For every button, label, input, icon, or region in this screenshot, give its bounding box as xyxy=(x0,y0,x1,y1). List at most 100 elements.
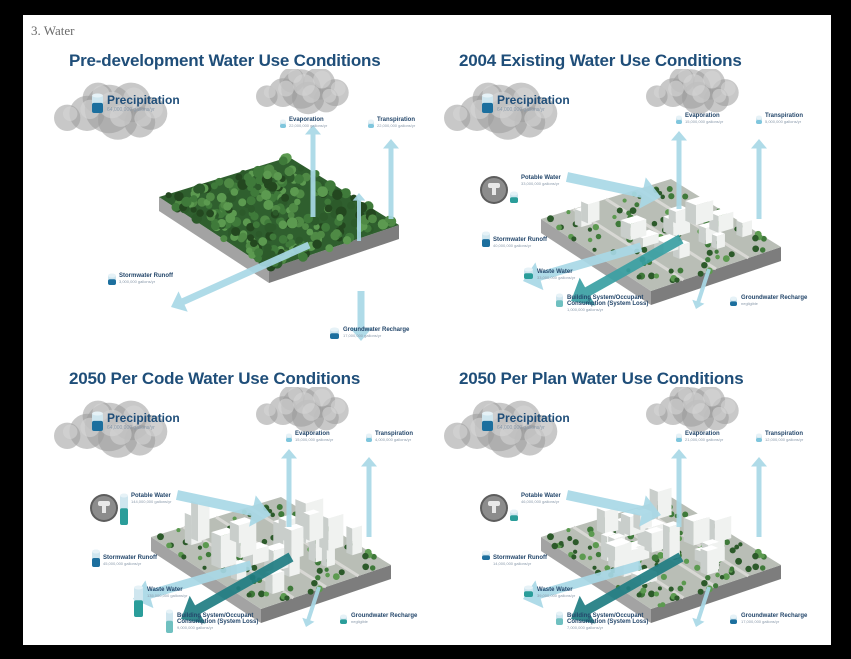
stormwater-value: 3,000,000 gallons/yr xyxy=(119,279,156,284)
building-loss-tank-icon-wrap xyxy=(165,609,174,640)
potable-label-text: Potable Water xyxy=(521,175,561,181)
evaporation-tank-icon xyxy=(286,433,292,442)
precipitation-value: 64,000,000 gallons/yr xyxy=(497,425,545,431)
groundwater-label-text: Groundwater Recharge xyxy=(343,327,410,333)
groundwater-value: negligible xyxy=(351,619,368,624)
terrain-block xyxy=(541,484,781,623)
panel-title: 2004 Existing Water Use Conditions xyxy=(459,51,742,70)
transpiration-label-text: Transpiration xyxy=(375,431,414,437)
stormwater-tank-icon xyxy=(108,273,116,285)
potable-water-arrow xyxy=(565,172,661,209)
stormwater-tank-icon-wrap xyxy=(481,231,491,254)
transpiration-value: 12,000,000 gallons/yr xyxy=(765,437,804,442)
panel-title: 2050 Per Code Water Use Conditions xyxy=(69,369,361,388)
building-loss-label-text: Building System/Occupant Consumption (Sy… xyxy=(567,613,649,625)
faucet-icon xyxy=(480,176,508,204)
faucet-icon xyxy=(480,494,508,522)
poster-sheet: 3. Water Pre-development Water Use Condi… xyxy=(23,15,831,645)
potable-label-text: Potable Water xyxy=(521,493,561,499)
potable-value: 46,000,000 gallons/yr xyxy=(521,499,560,504)
stormwater-label-text: Stormwater Runoff xyxy=(493,555,547,561)
stormwater-tank-icon xyxy=(92,549,100,567)
groundwater-value: 17,000,000 gallons/yr xyxy=(343,333,382,338)
stormwater-tank-icon-wrap xyxy=(481,549,491,567)
building-loss-tank-icon xyxy=(556,611,563,625)
groundwater-value: 17,000,000 gallons/yr xyxy=(741,619,780,624)
building-loss-tank-icon xyxy=(556,293,563,307)
precipitation-tank-icon-wrap xyxy=(91,93,104,120)
stormwater-tank-icon xyxy=(482,231,490,247)
building-loss-tank-icon-wrap xyxy=(555,611,564,632)
potable-tank-icon xyxy=(120,493,128,525)
potable-tank-icon-wrap xyxy=(509,191,519,210)
water-cycle-illustration xyxy=(444,69,781,309)
precipitation-value: 64,000,000 gallons/yr xyxy=(497,107,545,113)
water-cycle-illustration xyxy=(54,387,391,627)
evaporation-value: 21,000,000 gallons/yr xyxy=(685,437,724,442)
building-loss-label: Building System/Occupant Consumption (Sy… xyxy=(567,613,655,630)
faucet-wrap xyxy=(89,493,119,528)
cloud-icon xyxy=(54,400,168,458)
cloud-icon xyxy=(646,387,739,433)
stormwater-label-text: Stormwater Runoff xyxy=(119,273,173,279)
evaporation-value: 22,000,000 gallons/yr xyxy=(289,123,328,128)
evaporation-tank-icon xyxy=(280,119,286,128)
stormwater-arrow xyxy=(171,241,311,312)
section-label: 3. Water xyxy=(31,23,75,38)
evaporation-label-text: Evaporation xyxy=(685,431,720,437)
precipitation-tank-icon xyxy=(482,411,493,431)
stormwater-label-text: Stormwater Runoff xyxy=(103,555,157,561)
terrain-block xyxy=(159,153,399,283)
cloud-icon xyxy=(256,387,349,433)
stormwater-arrow xyxy=(523,242,643,291)
groundwater-arrow xyxy=(349,291,373,341)
transpiration-tank-icon xyxy=(366,433,372,442)
precipitation-tank-icon-wrap xyxy=(91,411,104,438)
building-loss-tank-icon-wrap xyxy=(555,293,564,314)
evaporation-label-text: Evaporation xyxy=(295,431,330,437)
wastewater-label-text: Waste Water xyxy=(537,587,573,593)
potable-label-text: Potable Water xyxy=(131,493,171,499)
wastewater-tank-icon-wrap xyxy=(523,267,534,286)
stormwater-value: 14,000,000 gallons/yr xyxy=(493,561,532,566)
evaporation-arrow xyxy=(671,131,687,209)
evaporation-label-text: Evaporation xyxy=(289,117,324,123)
potable-value: 33,000,000 gallons/yr xyxy=(521,181,560,186)
precipitation-label-text: Precipitation xyxy=(107,93,180,107)
building-loss-label: Building System/Occupant Consumption (Sy… xyxy=(177,613,265,630)
wastewater-value: 135,000,000 gallons/yr xyxy=(147,593,188,598)
potable-value: 144,000,000 gallons/yr xyxy=(131,499,172,504)
precipitation-label-text: Precipitation xyxy=(497,411,570,425)
faucet-icon xyxy=(90,494,118,522)
water-cycle-illustration xyxy=(54,69,399,341)
cloud-icon xyxy=(256,69,349,115)
transpiration-tank-icon-wrap xyxy=(755,113,763,131)
groundwater-label-text: Groundwater Recharge xyxy=(351,613,418,619)
groundwater-tank-icon xyxy=(730,614,737,624)
stormwater-value: 40,000,000 gallons/yr xyxy=(493,243,532,248)
groundwater-arrow xyxy=(692,268,711,309)
groundwater-label-text: Groundwater Recharge xyxy=(741,613,808,619)
building-loss-label-text: Building System/Occupant Consumption (Sy… xyxy=(177,613,259,625)
building-loss-value: 1,000,000 gallons/yr xyxy=(567,307,604,312)
